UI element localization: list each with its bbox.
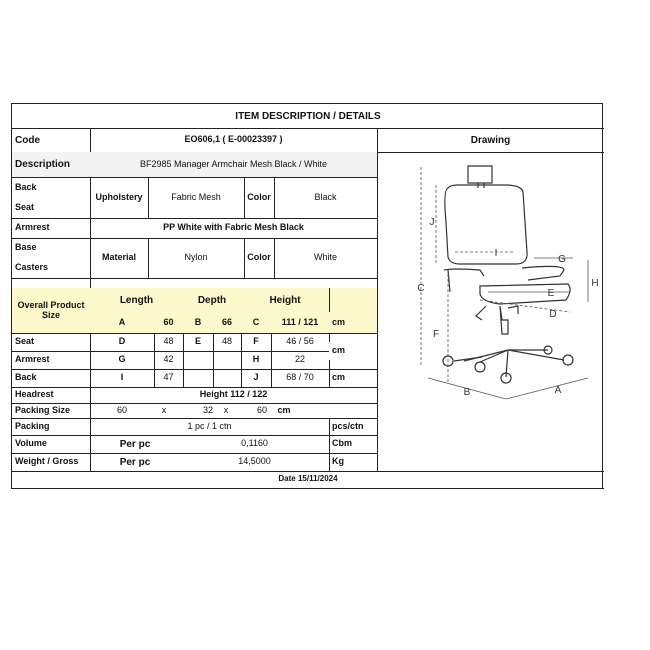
label-d: D <box>549 309 556 320</box>
seat-value-f: 46 / 56 <box>286 336 314 347</box>
armrest-label: Armrest <box>15 222 50 233</box>
headrest-value: Height 112 / 122 <box>199 389 268 400</box>
weight-unit: Kg <box>332 456 344 467</box>
sheet-title: ITEM DESCRIPTION / DETAILS <box>235 110 381 122</box>
overall-size-label-line2: Size <box>41 309 60 320</box>
armrest-value-h: 22 <box>294 354 305 365</box>
back-value-i: 47 <box>163 372 174 383</box>
packing-size-unit: cm <box>277 404 291 415</box>
upholstery-label: Upholstery <box>95 191 143 202</box>
label-f: F <box>433 329 439 340</box>
label-e: E <box>548 288 555 299</box>
date-footer: Date 15/11/2024 <box>278 474 338 484</box>
material-color-label: Color <box>247 252 271 263</box>
label-j: J <box>430 217 435 228</box>
packing-size-v2: 32 <box>202 404 213 415</box>
seat-armrest-unit: cm <box>329 342 377 360</box>
overall-size-label: Overall Product Size <box>12 288 90 333</box>
overall-value-b: 66 <box>213 312 241 333</box>
overall-value-a: 60 <box>154 312 183 333</box>
overall-unit: cm <box>329 312 377 333</box>
armrest-value-g: 42 <box>163 354 174 365</box>
packing-label: Packing <box>15 420 50 431</box>
height-header: Height <box>241 288 329 312</box>
seat-value-e: 48 <box>221 336 232 347</box>
seat-label: Seat <box>15 202 35 213</box>
overall-value-c: 111 / 121 <box>271 312 329 333</box>
label-c: C <box>417 283 424 294</box>
chair-dimension-drawing: J I G C H E D F B A <box>417 165 599 400</box>
back-key-i: I <box>120 372 124 383</box>
label-h: H <box>591 278 598 289</box>
label-g: G <box>558 254 566 265</box>
code-label: Code <box>15 134 40 146</box>
back-key-j: J <box>253 372 259 383</box>
volume-value: 0,1160 <box>241 438 268 449</box>
weight-per: Per pc <box>119 456 151 468</box>
back-value-j: 68 / 70 <box>286 372 314 383</box>
seat-key-e: E <box>194 336 201 347</box>
label-i: I <box>495 248 498 259</box>
material-color-value: White <box>313 252 337 263</box>
volume-unit: Cbm <box>332 438 352 449</box>
back-unit: cm <box>332 372 346 383</box>
packing-size-label: Packing Size <box>15 404 71 415</box>
description-label: Description <box>12 152 90 177</box>
packing-value: 1 pc / 1 ctn <box>187 420 232 431</box>
packing-size-v1: 60 <box>116 404 127 415</box>
upholstery-value: Fabric Mesh <box>171 191 221 202</box>
volume-label: Volume <box>15 438 47 449</box>
description-value: BF2985 Manager Armchair Mesh Black / Whi… <box>90 152 377 177</box>
packing-size-x1: x <box>161 404 167 415</box>
label-a: A <box>555 385 562 396</box>
drawing-header: Drawing <box>470 134 511 146</box>
armrest-value: PP White with Fabric Mesh Black <box>163 222 304 233</box>
upholstery-color-value: Black <box>314 191 337 202</box>
overall-size-label-line1: Overall Product <box>17 299 85 310</box>
weight-value: 14,5000 <box>238 456 271 467</box>
code-value: EO606,1 ( E-00023397 ) <box>184 134 283 145</box>
seat-dims-label: Seat <box>15 336 35 347</box>
label-b: B <box>464 387 471 398</box>
packing-size-v3: 60 <box>256 404 267 415</box>
volume-per: Per pc <box>119 438 151 450</box>
depth-header: Depth <box>183 288 241 312</box>
seat-value-d: 48 <box>163 336 174 347</box>
item-details-sheet: ITEM DESCRIPTION / DETAILS Code EO606,1 … <box>11 103 604 489</box>
headrest-label: Headrest <box>15 389 54 400</box>
armrest-key-h: H <box>252 354 260 365</box>
casters-label: Casters <box>15 262 49 273</box>
overall-key-c: C <box>241 312 271 333</box>
back-dims-label: Back <box>15 372 37 383</box>
armrest-dims-label: Armrest <box>15 354 50 365</box>
seat-key-d: D <box>118 336 126 347</box>
overall-key-a: A <box>90 312 154 333</box>
armrest-key-g: G <box>118 354 126 365</box>
material-value: Nylon <box>184 252 208 263</box>
upholstery-color-label: Color <box>247 191 271 202</box>
seat-key-f: F <box>253 336 259 347</box>
packing-unit: pcs/ctn <box>332 420 364 431</box>
material-label: Material <box>101 252 136 263</box>
weight-label: Weight / Gross <box>15 456 79 467</box>
overall-key-b: B <box>183 312 213 333</box>
packing-size-x2: x <box>223 404 229 415</box>
base-label: Base <box>15 242 37 253</box>
back-label: Back <box>15 182 37 193</box>
overall-blank <box>330 288 377 312</box>
length-header: Length <box>90 288 183 312</box>
